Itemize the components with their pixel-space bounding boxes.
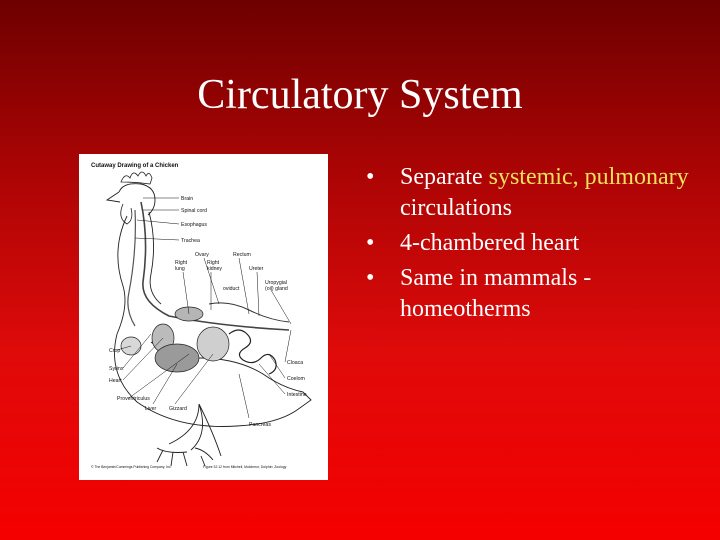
bullet-item: • 4-chambered heart [366, 228, 706, 259]
figure-credit-left: © The Benjamin/Cummings Publishing Compa… [91, 465, 172, 469]
gizzard-organ [196, 326, 230, 362]
bullet-item: • Same in mammals - homeotherms [366, 263, 706, 325]
bullet-accent-systemic: systemic, [488, 164, 579, 190]
liver-organ [154, 343, 200, 373]
bullet-text-part: Separate [400, 164, 489, 190]
label-esophagus: Esophagus [181, 222, 207, 228]
bullet-text-part: 4-chambered heart [400, 230, 580, 256]
chicken-comb [120, 171, 153, 185]
intestine-organ [228, 329, 277, 375]
label-proventriculus: Proventriculus [117, 396, 150, 402]
oviduct-organ [208, 302, 290, 323]
label-ureter: Ureter [249, 266, 264, 272]
label-spinal-cord: Spinal cord [181, 208, 207, 214]
bullet-accent-pulmonary: pulmonary [584, 164, 689, 190]
label-oviduct: oviduct [223, 286, 240, 292]
figure-caption-title: Cutaway Drawing of a Chicken [91, 163, 179, 169]
label-cloaca: Cloaca [287, 360, 303, 366]
bullet-text-part: circulations [400, 195, 512, 221]
label-intestine: Intestine [287, 392, 307, 398]
spinal-cord-line [140, 201, 290, 331]
bullet-marker: • [366, 164, 375, 190]
chicken-beak [105, 191, 121, 203]
label-pancreas: Pancreas [249, 422, 271, 428]
chicken-diagram: Cutaway Drawing of a Chicken [91, 163, 312, 469]
esophagus-line [127, 209, 136, 327]
chicken-body [114, 333, 312, 427]
bullet-list: • Separate systemic, pulmonary circulati… [366, 162, 706, 329]
figure-credit-right: Figure 32.12 from Mitchell, Mutchmor, Do… [203, 465, 287, 469]
slide-title: Circulatory System [197, 72, 523, 118]
label-ovary: Ovary [195, 252, 209, 258]
chicken-leg [168, 403, 222, 457]
chicken-head [118, 183, 156, 216]
bullet-marker: • [366, 230, 375, 256]
label-coelom: Coelom [287, 376, 305, 382]
leader-lines [116, 197, 292, 419]
chicken-foot [156, 447, 214, 467]
chicken-neck-front [116, 215, 128, 335]
chicken-anatomy-figure: Cutaway Drawing of a Chicken [79, 154, 328, 480]
label-gizzard: Gizzard [169, 406, 187, 412]
label-trachea: Trachea [181, 238, 200, 244]
label-brain: Brain [181, 196, 193, 202]
bullet-item: • Separate systemic, pulmonary circulati… [366, 162, 706, 224]
label-uropygial: Uropygial(oil) gland [265, 280, 288, 292]
label-heart: Heart [109, 378, 122, 384]
label-liver: Liver [145, 406, 157, 412]
chicken-wattle [120, 203, 133, 225]
label-rectum: Rectum [233, 252, 251, 258]
label-crop: Crop [109, 348, 120, 354]
label-syrinx: Syrinx [109, 366, 124, 372]
chicken-neck-back [148, 211, 162, 305]
bullet-marker: • [366, 265, 375, 291]
bullet-text-part: Same in mammals - homeotherms [400, 265, 592, 322]
